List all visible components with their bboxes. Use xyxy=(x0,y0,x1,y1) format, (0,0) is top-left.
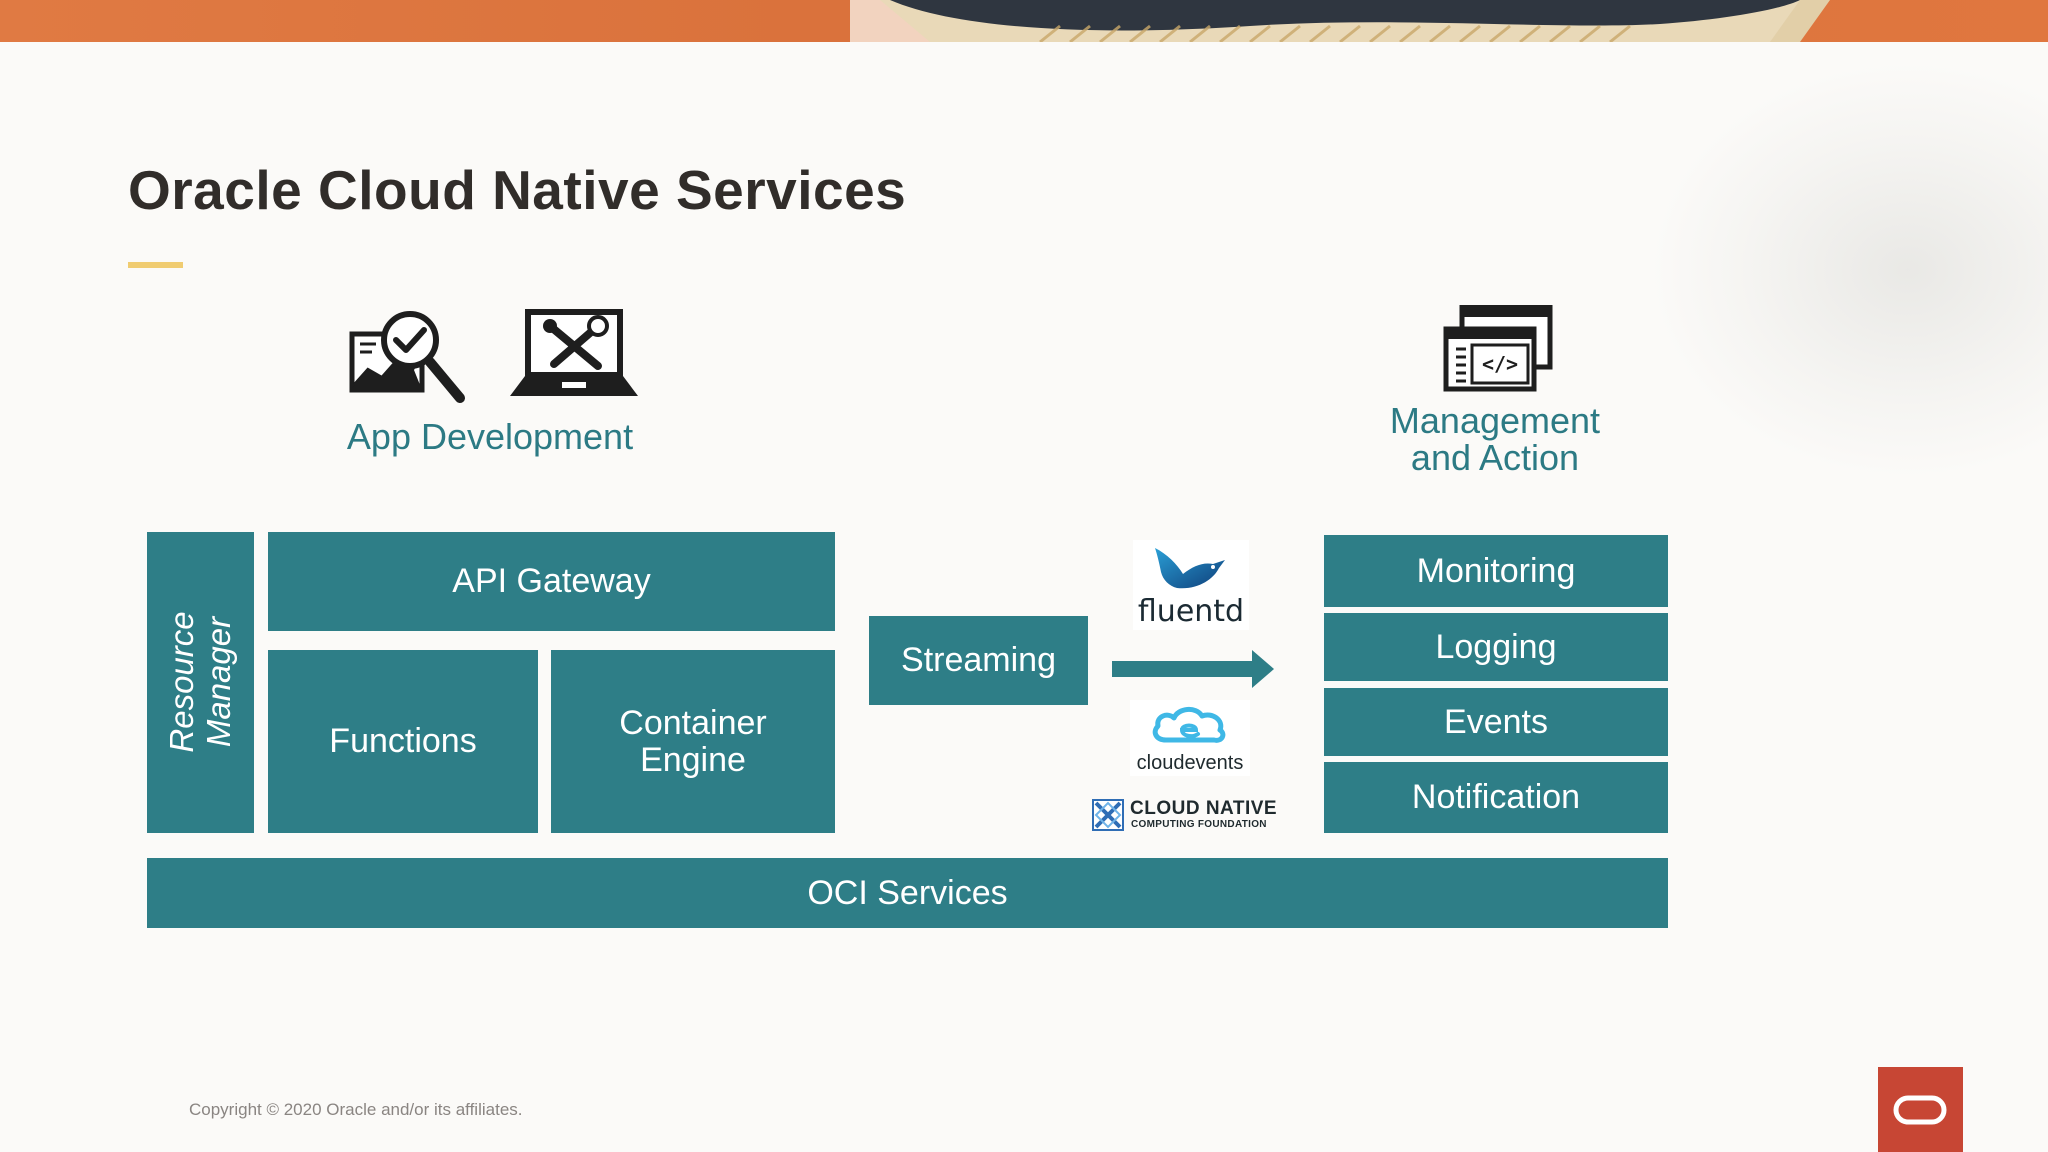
events-box[interactable]: Events xyxy=(1324,688,1668,756)
api-gateway-label: API Gateway xyxy=(452,562,651,600)
code-windows-icon: </> xyxy=(1443,305,1553,392)
resource-manager-label: Resource Manager xyxy=(163,611,237,752)
resource-manager-box[interactable] xyxy=(147,532,254,833)
cncf-label-line2: COMPUTING FOUNDATION xyxy=(1131,819,1267,830)
slide-title: Oracle Cloud Native Services xyxy=(128,159,907,221)
api-gateway-box[interactable]: API Gateway xyxy=(268,532,835,631)
cloudevents-label: cloudevents xyxy=(1136,752,1244,774)
cloudevents-cloud-icon xyxy=(1152,707,1226,743)
fluentd-label: fluentd xyxy=(1137,594,1245,629)
resource-manager-label-line2: Manager xyxy=(200,616,237,748)
decorative-banner xyxy=(0,0,2048,42)
cloudevents-logo: cloudevents xyxy=(1130,700,1250,776)
decorative-texture xyxy=(1648,60,2048,480)
management-label: Management and Action xyxy=(1340,402,1650,476)
laptop-tools-icon xyxy=(510,309,638,396)
cncf-logo: CLOUD NATIVE COMPUTING FOUNDATION xyxy=(1092,798,1292,832)
monitoring-label: Monitoring xyxy=(1416,551,1576,590)
monitoring-box[interactable]: Monitoring xyxy=(1324,535,1668,607)
app-development-label: App Development xyxy=(346,416,634,457)
svg-text:</>: </> xyxy=(1482,352,1518,376)
cncf-square-icon xyxy=(1092,799,1124,831)
oci-services-label: OCI Services xyxy=(807,873,1008,912)
oracle-logo xyxy=(1878,1067,1963,1152)
management-label-line1: Management xyxy=(1389,400,1601,441)
events-label: Events xyxy=(1444,702,1548,741)
analytics-magnifier-icon xyxy=(349,311,465,403)
resource-manager-label-line1: Resource xyxy=(163,611,200,753)
notification-box[interactable]: Notification xyxy=(1324,762,1668,833)
flow-arrow-icon xyxy=(1112,650,1274,688)
functions-box[interactable]: Functions xyxy=(268,650,538,833)
container-engine-label-line1: Container xyxy=(619,703,767,742)
copyright-text: Copyright © 2020 Oracle and/or its affil… xyxy=(189,1100,523,1119)
notification-label: Notification xyxy=(1411,778,1581,816)
oci-services-box[interactable]: OCI Services xyxy=(147,858,1668,928)
logging-box[interactable]: Logging xyxy=(1324,613,1668,681)
fluentd-bird-icon xyxy=(1155,548,1225,589)
management-label-line2: and Action xyxy=(1410,437,1580,478)
oracle-o-icon xyxy=(1893,1095,1947,1125)
fluentd-logo: fluentd xyxy=(1133,540,1249,630)
streaming-label: Streaming xyxy=(901,641,1056,679)
container-engine-label-line2: Engine xyxy=(640,740,746,779)
functions-label: Functions xyxy=(329,722,477,760)
cncf-label-line1: CLOUD NATIVE xyxy=(1130,798,1278,819)
title-underline xyxy=(128,262,183,268)
streaming-box[interactable]: Streaming xyxy=(869,616,1088,705)
container-engine-box[interactable]: Container Engine xyxy=(551,650,835,833)
logging-label: Logging xyxy=(1435,627,1557,666)
